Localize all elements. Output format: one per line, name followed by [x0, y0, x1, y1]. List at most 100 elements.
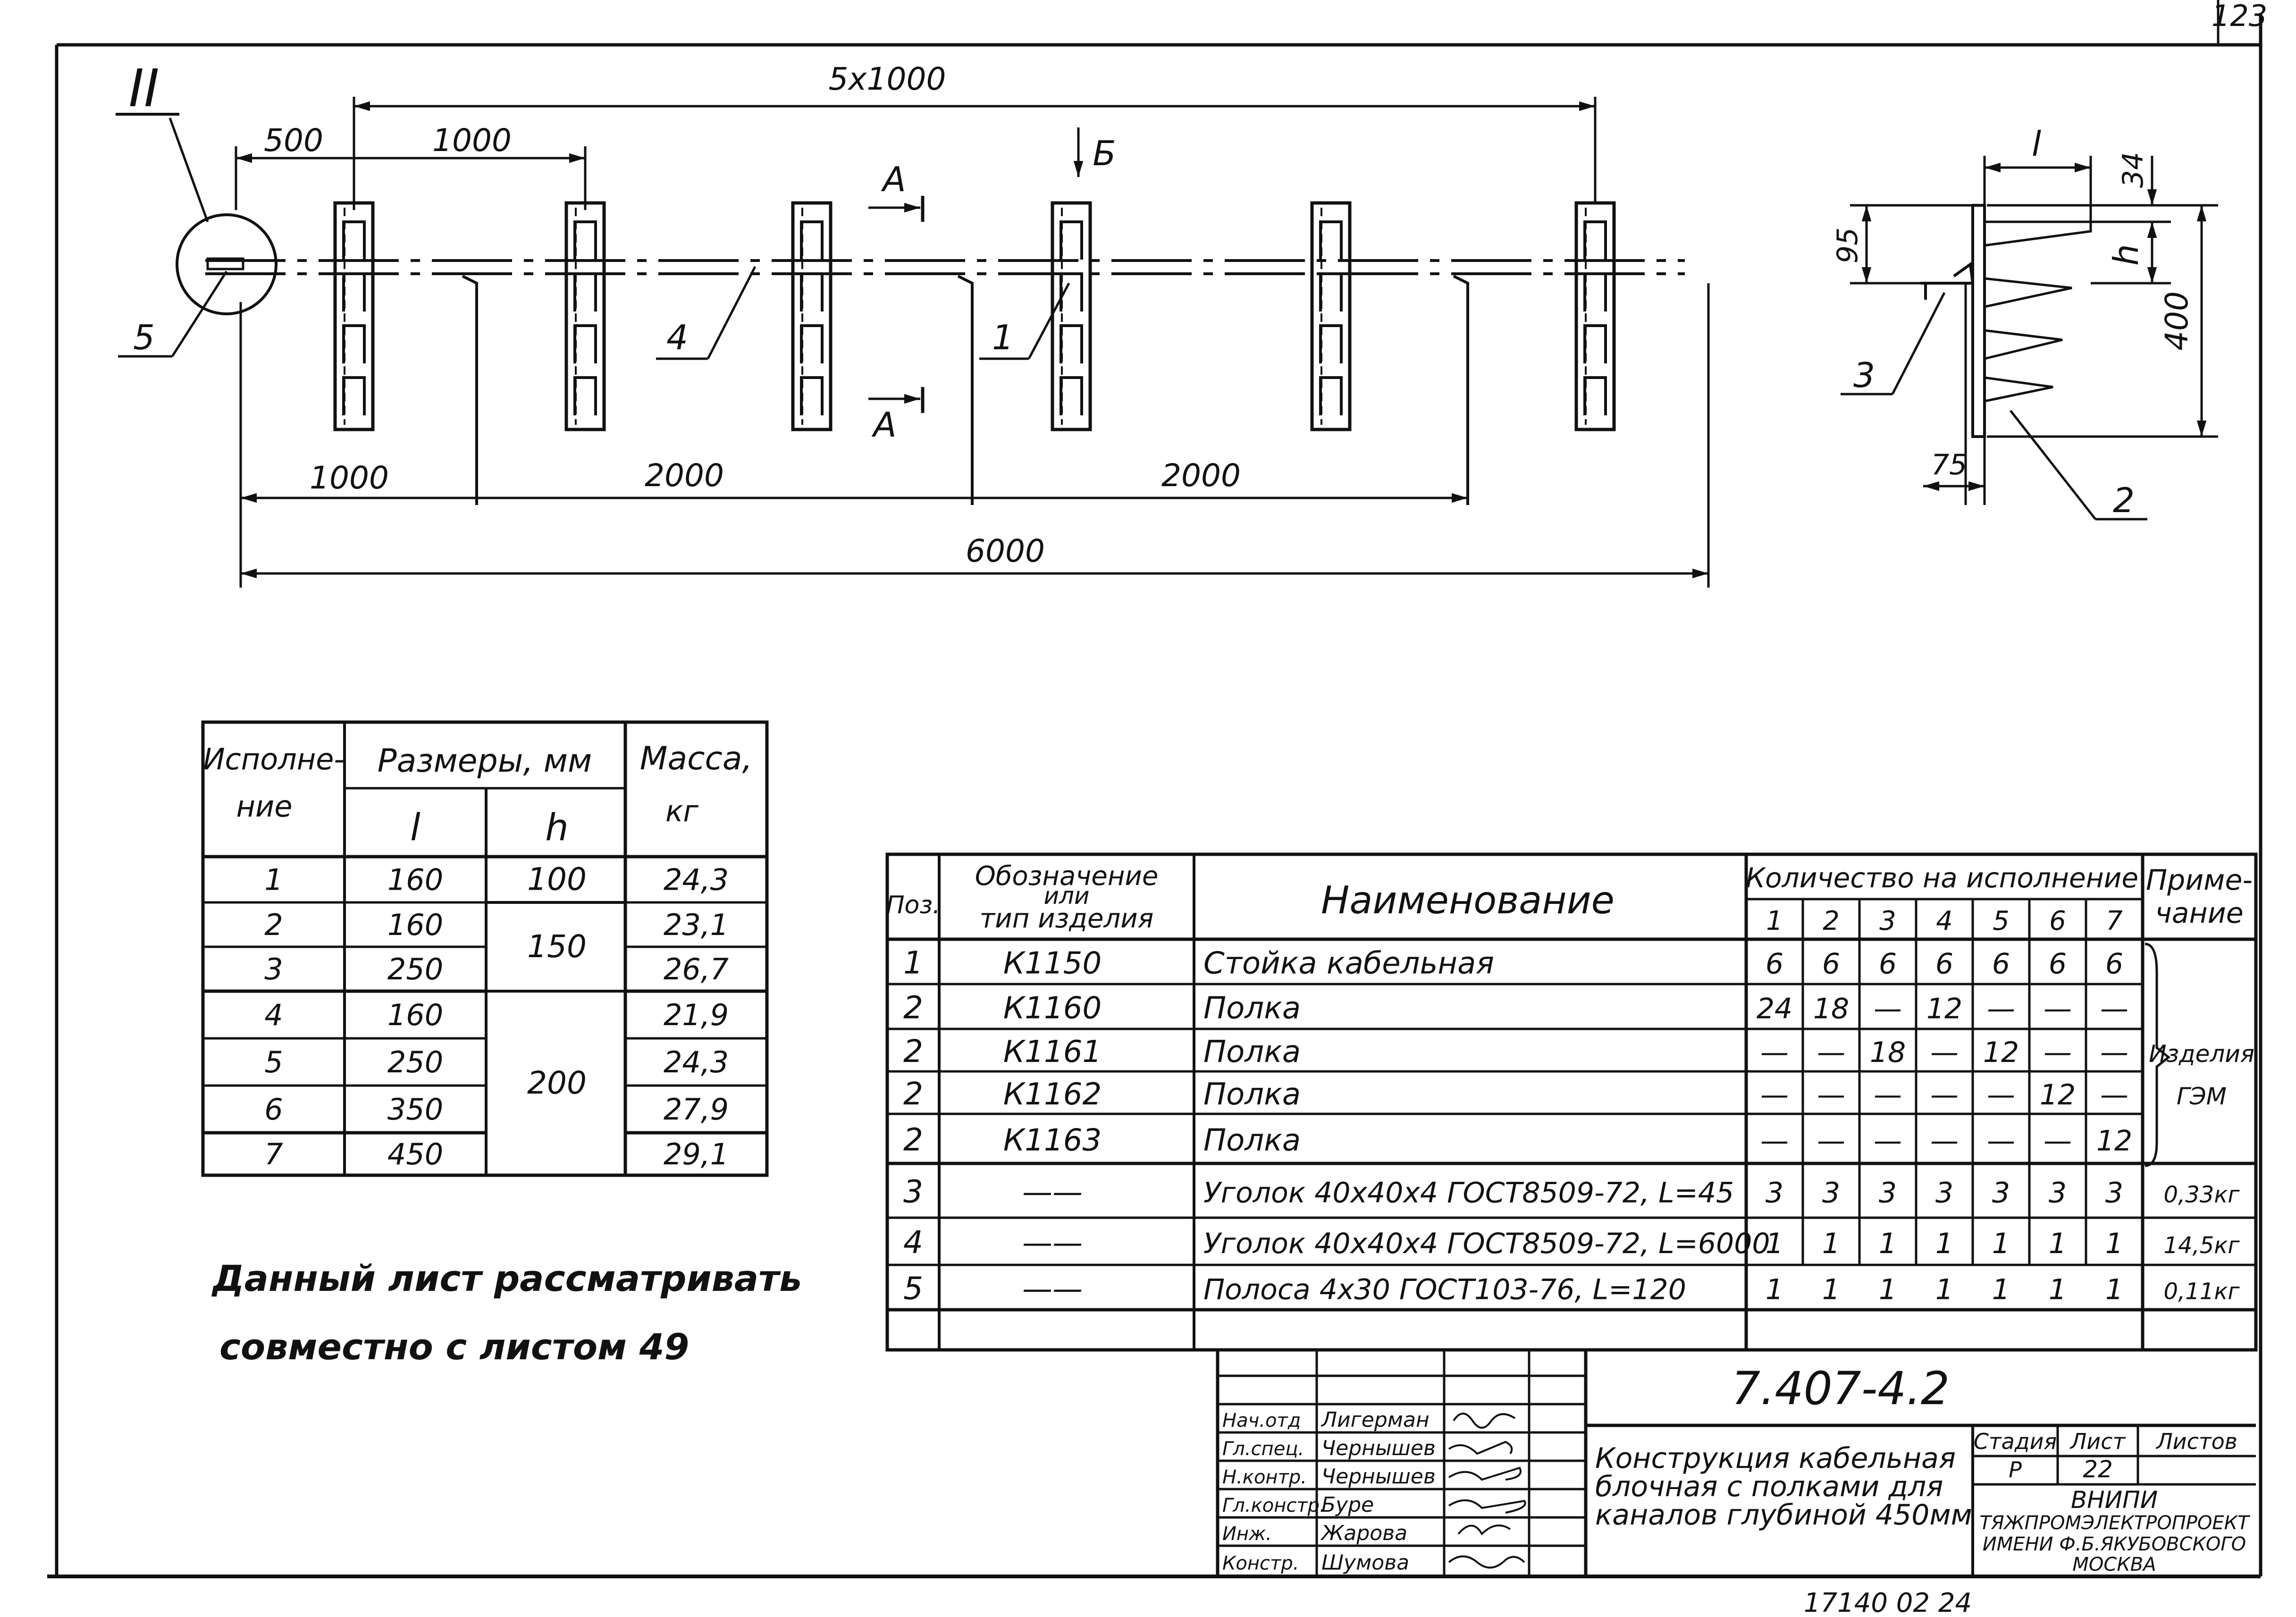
st-note: 0,33кг	[2163, 1182, 2240, 1208]
st-head-pos: Поз.	[886, 891, 940, 919]
archive-number: 17140 02 24	[1804, 1588, 1972, 1617]
st-note: 0,11кг	[2163, 1279, 2240, 1305]
st-qty: 1	[1766, 1227, 1783, 1260]
note-line-2: совместно с листом 49	[219, 1326, 689, 1368]
side-dim-400: 400	[2159, 291, 2195, 351]
st-qty: 3	[1766, 1177, 1783, 1210]
detail-circle	[176, 213, 278, 315]
st-qty: 1	[1992, 1227, 2010, 1260]
tb-title-1: Конструкция кабельная	[1595, 1442, 1956, 1475]
vt-head-h: h	[545, 807, 568, 849]
side-dim-75: 75	[1931, 448, 1967, 481]
st-desig: ——	[1022, 1226, 1083, 1261]
st-qty: —	[1874, 1078, 1902, 1112]
sheet-frame	[47, 0, 2262, 1578]
vt-l: 160	[387, 863, 443, 897]
tb-org-1: ВНИПИ	[2071, 1486, 2158, 1514]
st-qty: 6	[1822, 948, 1840, 981]
vt-l: 160	[387, 998, 443, 1032]
vt-mass: 24,3	[664, 1045, 729, 1079]
st-qty: 18	[1813, 993, 1849, 1026]
st-qty: 1	[1935, 1227, 1953, 1260]
side-dim-34: 34	[2117, 152, 2150, 188]
st-qty: —	[2100, 993, 2128, 1026]
tb-name: Лигерман	[1320, 1408, 1430, 1432]
st-desig: К1161	[1003, 1035, 1102, 1070]
vt-variant: 5	[264, 1045, 283, 1079]
tb-stage-label: Стадия	[1974, 1429, 2057, 1454]
st-qty: 6	[1766, 948, 1783, 981]
st-qty: —	[2044, 1036, 2072, 1069]
vt-head-mass-2: кг	[665, 794, 698, 828]
st-qty: 6	[1879, 948, 1897, 981]
tb-role: Гл.спец.	[1222, 1438, 1304, 1460]
tb-stage: Р	[2009, 1457, 2022, 1482]
vt-l: 160	[387, 908, 443, 942]
st-qty: 18	[1870, 1036, 1906, 1069]
vt-variant: 6	[264, 1092, 283, 1127]
st-note: Изделия	[2149, 1040, 2254, 1068]
st-qty: 1	[1766, 1273, 1783, 1306]
st-qty: 12	[1926, 993, 1962, 1026]
vt-h: 150	[527, 928, 587, 965]
st-qty: —	[1817, 1078, 1845, 1112]
vt-head-l: l	[410, 807, 421, 849]
st-head-qty: Количество на исполнение	[1746, 862, 2138, 894]
st-note: ГЭМ	[2177, 1083, 2227, 1110]
st-qty-col-head: 1	[1766, 906, 1783, 936]
st-head-note-2: чание	[2155, 897, 2243, 930]
st-qty: 6	[1935, 948, 1953, 981]
st-qty: 3	[1822, 1177, 1840, 1210]
st-qty: —	[1930, 1078, 1959, 1112]
dim-500-1000	[235, 146, 587, 210]
st-pos: 2	[903, 990, 923, 1026]
vt-h: 100	[527, 861, 587, 898]
st-qty: 1	[2049, 1273, 2067, 1306]
tb-title-3: каналов глубиной 450мм	[1595, 1499, 1972, 1532]
st-qty: —	[1987, 1125, 2015, 1158]
position-5: 5	[133, 318, 155, 357]
sheet-number: 123	[2212, 0, 2267, 33]
side-position-2: 2	[2113, 480, 2135, 520]
st-qty: 12	[1983, 1036, 2019, 1069]
title-block	[1216, 1350, 2256, 1576]
tb-role: Констр.	[1222, 1553, 1299, 1575]
st-name: Полка	[1203, 1123, 1301, 1158]
st-qty-col-head: 3	[1879, 906, 1896, 936]
tb-name: Жарова	[1320, 1521, 1407, 1545]
vt-mass: 27,9	[664, 1092, 729, 1127]
dim-1000-bottom-label: 1000	[310, 460, 389, 496]
vt-head-dims: Размеры, мм	[378, 742, 592, 780]
st-pos: 5	[903, 1271, 923, 1307]
st-qty: —	[2044, 1125, 2072, 1158]
tb-sheet: 22	[2083, 1456, 2113, 1483]
st-qty: 12	[2096, 1125, 2132, 1158]
vt-variant: 7	[264, 1137, 283, 1171]
st-qty: —	[2100, 1036, 2128, 1069]
variant-table	[201, 720, 769, 1177]
dim-500-label: 500	[264, 122, 323, 159]
tb-role: Гл.констр.	[1222, 1495, 1326, 1516]
st-qty: 1	[1992, 1273, 2010, 1306]
st-qty-col-head: 4	[1936, 906, 1953, 936]
tb-sheets-label: Листов	[2155, 1429, 2237, 1454]
st-qty: 6	[2105, 948, 2123, 981]
st-qty: —	[1930, 1125, 1959, 1158]
st-qty: 1	[1935, 1273, 1953, 1306]
st-qty: —	[2044, 993, 2072, 1026]
tb-role: Инж.	[1222, 1523, 1272, 1545]
st-qty: —	[1874, 1125, 1902, 1158]
st-qty: 1	[1879, 1273, 1897, 1306]
tb-sheet-label: Лист	[2069, 1429, 2126, 1454]
vt-head-mass-1: Масса,	[640, 740, 752, 777]
vt-mass: 26,7	[664, 952, 729, 986]
vt-l: 250	[387, 1045, 443, 1079]
angle-bar-line	[205, 259, 1685, 275]
st-qty: —	[2100, 1078, 2128, 1112]
st-qty: —	[1874, 993, 1902, 1026]
st-head-desig-3: тип изделия	[980, 903, 1154, 934]
st-qty: —	[1987, 993, 2015, 1026]
cable-racks	[333, 201, 1616, 431]
